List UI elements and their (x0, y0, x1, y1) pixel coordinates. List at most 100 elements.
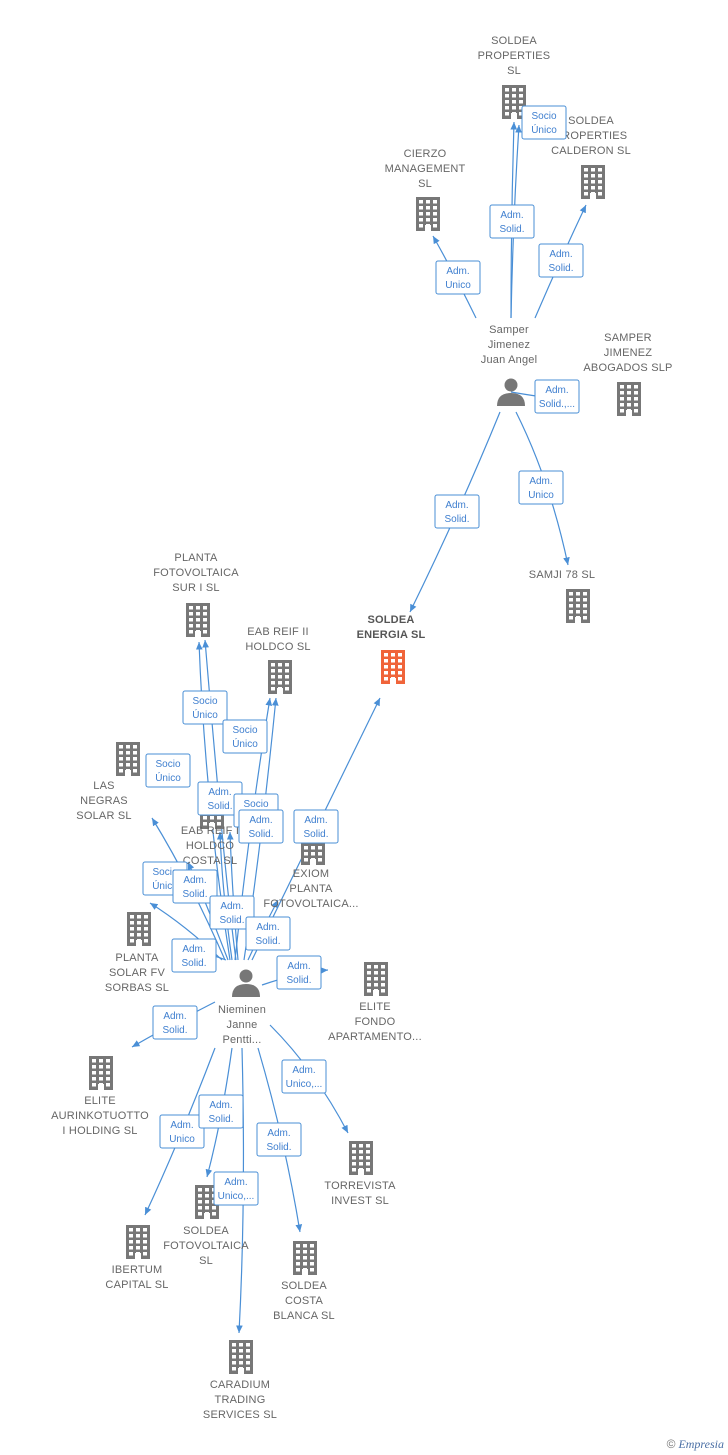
edge-label-text: Solid. (303, 829, 328, 840)
node-label: CARADIUM (210, 1379, 270, 1391)
edge-label-text: Adm. (304, 815, 327, 826)
edge-label-text: Adm. (249, 815, 272, 826)
node-label: HOLDCO SL (245, 641, 310, 653)
edge-label-text: Adm. (445, 500, 468, 511)
node-label: PLANTA (115, 952, 159, 964)
node-label: SOLDEA (183, 1225, 229, 1237)
edge-label-text: Adm. (224, 1177, 247, 1188)
building-icon (617, 382, 641, 416)
node-nieminen[interactable]: NieminenJannePentti... (218, 969, 266, 1047)
node-label: SOLAR SL (76, 810, 131, 822)
node-label: FOTOVOLTAICA... (263, 898, 358, 910)
edge-label-text: Socio (192, 696, 217, 707)
edge-label-text: Solid. (444, 514, 469, 525)
edge-label-samper_person-to-samper_slp[interactable]: Adm.Solid.,... (534, 379, 580, 414)
edge-label-text: Solid. (286, 975, 311, 986)
node-label: Janne (227, 1019, 258, 1031)
edge-label-nieminen-to-eab_reif2[interactable]: Adm. Solid. (238, 809, 284, 844)
node-label: COSTA (285, 1295, 324, 1307)
edge-label-nieminen-to-planta_sorbas[interactable]: Adm.Solid. (171, 938, 217, 973)
node-elite-fondo[interactable]: ELITEFONDOAPARTAMENTO... (328, 962, 422, 1043)
edge-label-nieminen-to-las_negras[interactable]: Adm.Solid. (172, 869, 218, 904)
edge-label-text: Unico (445, 280, 471, 291)
building-icon (127, 912, 151, 946)
building-icon (116, 742, 140, 776)
nodes-layer: SOLDEA PROPERTIES SL SOLDEAPROPERTIESCALDER… (51, 35, 672, 1421)
node-samji[interactable]: SAMJI 78 SL (529, 569, 595, 623)
edge-label-nieminen-to-soldea_fv[interactable]: Adm.Solid. (198, 1094, 244, 1129)
edge-label-text: Solid. (499, 224, 524, 235)
node-label: INVEST SL (331, 1195, 389, 1207)
edge-label-text: Único (152, 879, 178, 892)
edge-label-text: Solid. (255, 936, 280, 947)
edge-label-nieminen-to-ibertum[interactable]: Adm. Unico (159, 1114, 205, 1149)
edge-label-text: Solid. (208, 1114, 233, 1125)
edge-label-text: Único (155, 771, 181, 784)
edge-label-nieminen-to-elite_aurink[interactable]: Adm.Solid. (152, 1005, 198, 1040)
edge-label-nieminen-to-soldea_costa[interactable]: Adm.Solid. (256, 1122, 302, 1157)
node-label: AURINKOTUOTTO (51, 1110, 149, 1122)
person-icon (497, 378, 525, 406)
building-icon (268, 660, 292, 694)
edge-label-text: Adm. (170, 1120, 193, 1131)
edge-label-nieminen-to-eab_reif_costa[interactable]: Adm. Solid. (197, 781, 243, 816)
edge-label-nieminen-to-soldea_energia[interactable]: Adm. Solid. (293, 809, 339, 844)
edge-label-text: Adm. (287, 961, 310, 972)
copyright-symbol: © (666, 1437, 676, 1451)
edge-label-samper_person-to-cierzo[interactable]: Adm.Unico (435, 260, 481, 295)
edge-label-text: Socio (531, 111, 556, 122)
edge-label-samper_person-to-samji[interactable]: Adm.Unico (518, 470, 564, 505)
edge-label-text: Adm. (220, 901, 243, 912)
edge-label-nieminen-to-torrevista[interactable]: Adm.Unico,... (281, 1059, 327, 1094)
edge-label-text: Socio (243, 799, 268, 810)
edge-label-samper_person-to-soldea_energia[interactable]: Adm. Solid. (434, 494, 480, 529)
node-label: Samper (489, 324, 529, 336)
edge-label-samper_person-to-soldea_properties_calderon[interactable]: Adm.Solid. (538, 243, 584, 278)
node-label: SAMPER (604, 332, 652, 344)
node-label: PROPERTIES (555, 130, 628, 142)
edge-label-text: Solid. (182, 889, 207, 900)
building-icon (566, 589, 590, 623)
edge-label-samper_person-to-soldea_properties[interactable]: Adm.Solid. (489, 204, 535, 239)
edge-label-nieminen-to-caradium[interactable]: Adm.Unico,... (213, 1171, 259, 1206)
node-label: SOLDEA (367, 614, 414, 626)
edge-label-nieminen-to-exiom[interactable]: Adm.Solid. (245, 916, 291, 951)
edge-label-text: Unico (169, 1134, 195, 1145)
edge-label-text: Solid. (548, 263, 573, 274)
edge-label-text: Solid. (181, 958, 206, 969)
node-label: SL (507, 65, 521, 77)
edge-label-text: Solid. (219, 915, 244, 926)
node-label: CAPITAL SL (105, 1279, 168, 1291)
building-icon (364, 962, 388, 996)
node-label: FOTOVOLTAICA (153, 567, 239, 579)
node-label: EXIOM (293, 868, 329, 880)
edge-label-nieminen-to-elite_fondo[interactable]: Adm. Solid. (276, 955, 322, 990)
edge-label-nieminen-to-planta_sur[interactable]: Adm. Solid. (209, 895, 255, 930)
building-icon (126, 1225, 150, 1259)
node-label: Pentti... (222, 1034, 261, 1046)
edge-label-text: Adm. (208, 787, 231, 798)
edge-label-text: Solid. (207, 801, 232, 812)
edge-label-text: Solid. (248, 829, 273, 840)
edge-label-text: Adm. (163, 1011, 186, 1022)
building-icon (229, 1340, 253, 1374)
